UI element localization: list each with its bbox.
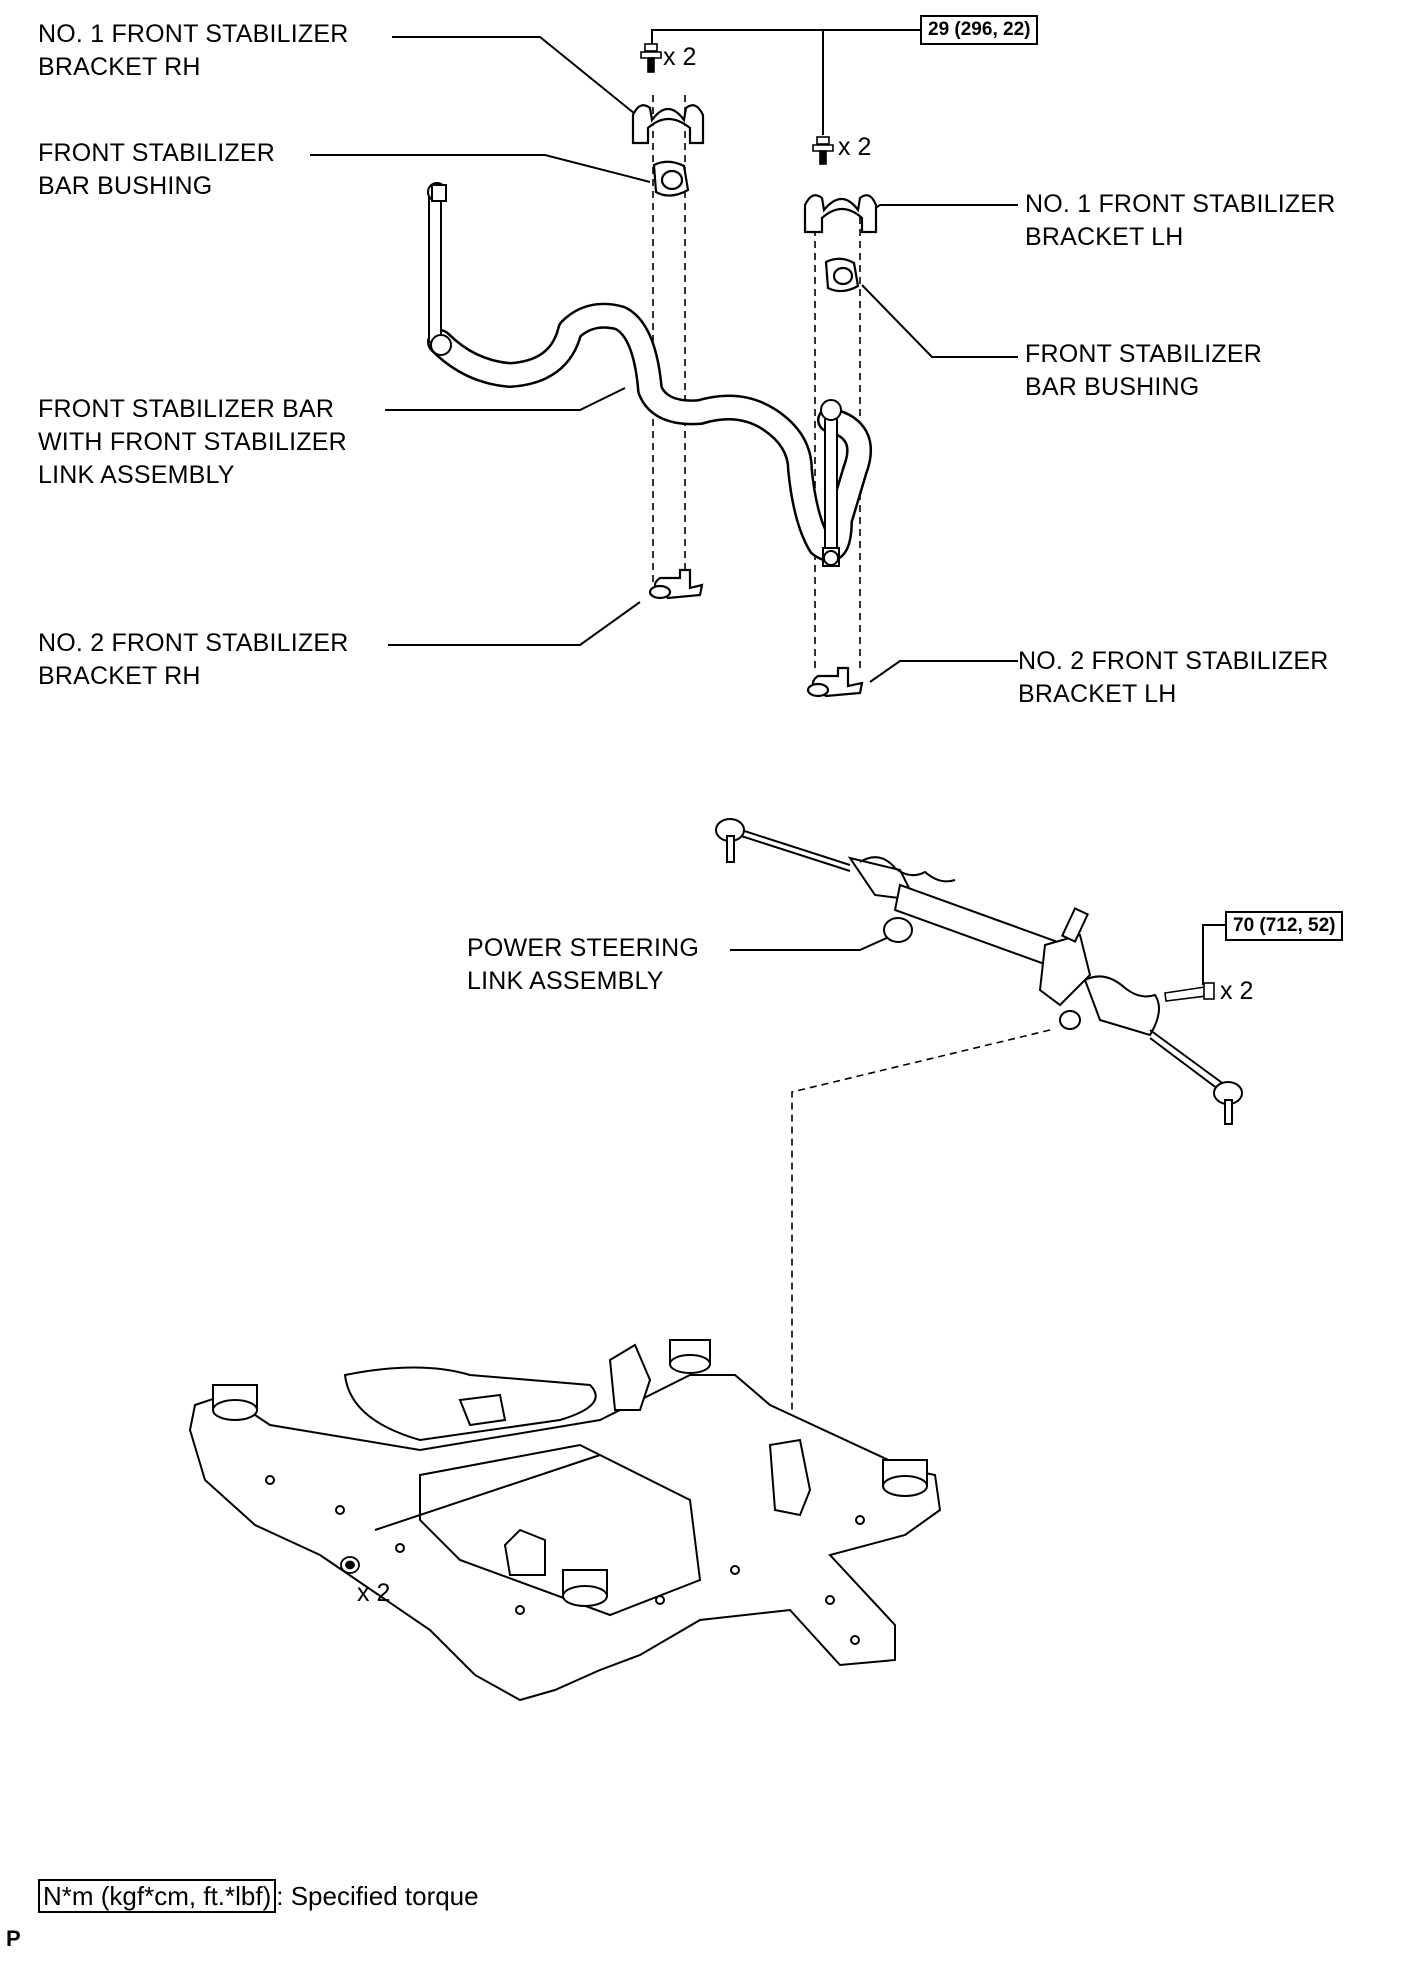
stabilizer-link-lh	[820, 399, 842, 567]
torque-stabilizer-bolts: 29 (296, 22)	[920, 15, 1039, 45]
qty-steering-bolts: x 2	[1220, 977, 1254, 1005]
qty-lh-bolts: x 2	[838, 133, 872, 161]
bolt-rh	[640, 43, 662, 73]
steering-rack	[715, 818, 1243, 1125]
label-bracket-lh-no1: NO. 1 FRONT STABILIZER BRACKET LH	[1025, 190, 1336, 251]
leader-bracket-lh-no1	[859, 204, 1018, 219]
figure-code: P	[6, 1926, 21, 1951]
label-bushing-lh: FRONT STABILIZER BAR BUSHING	[1025, 340, 1263, 401]
leader-bracket-lh-no2	[869, 660, 1018, 683]
bushing-rh	[652, 160, 690, 197]
torque-leader-steering	[1202, 924, 1225, 985]
torque-legend: N*m (kgf*cm, ft.*lbf): Specified torque	[38, 1879, 479, 1913]
label-bracket-lh-no2: NO. 2 FRONT STABILIZER BRACKET LH	[1018, 647, 1329, 708]
bolt-lh	[812, 136, 834, 165]
leader-bracket-rh-no2	[388, 601, 641, 646]
front-subframe	[188, 1339, 942, 1702]
bracket-rh-no1	[631, 104, 705, 145]
leader-bracket-rh-no1	[392, 36, 641, 119]
qty-frame-nuts: x 2	[357, 1579, 391, 1607]
stabilizer-bar	[427, 302, 872, 562]
leader-stabilizer-bar	[385, 387, 626, 411]
label-bracket-rh-no2: NO. 2 FRONT STABILIZER BRACKET RH	[38, 629, 349, 690]
label-steering-link: POWER STEERING LINK ASSEMBLY	[467, 934, 699, 995]
legend-unit-text: : Specified torque	[276, 1881, 479, 1911]
label-stabilizer-bar: FRONT STABILIZER BAR WITH FRONT STABILIZ…	[38, 395, 347, 489]
bracket-lh-no1	[803, 194, 878, 234]
nut-frame	[340, 1556, 360, 1574]
bracket-lh-no2	[806, 666, 864, 698]
leader-bushing-rh	[310, 154, 651, 183]
bracket-rh-no2	[648, 568, 704, 600]
stabilizer-link-rh	[427, 182, 452, 356]
leader-bushing-lh	[861, 284, 1018, 358]
leader-steering-link	[730, 931, 901, 951]
bushing-lh	[824, 257, 860, 293]
qty-rh-bolts: x 2	[663, 43, 697, 71]
label-bushing-rh: FRONT STABILIZER BAR BUSHING	[38, 139, 276, 200]
torque-steering-bolts: 70 (712, 52)	[1225, 911, 1344, 941]
bolt-steering	[1164, 982, 1215, 1002]
legend-unit-box: N*m (kgf*cm, ft.*lbf)	[38, 1879, 277, 1913]
label-bracket-rh-no1: NO. 1 FRONT STABILIZER BRACKET RH	[38, 20, 349, 81]
dash-steering-to-frame	[791, 1029, 1051, 1468]
